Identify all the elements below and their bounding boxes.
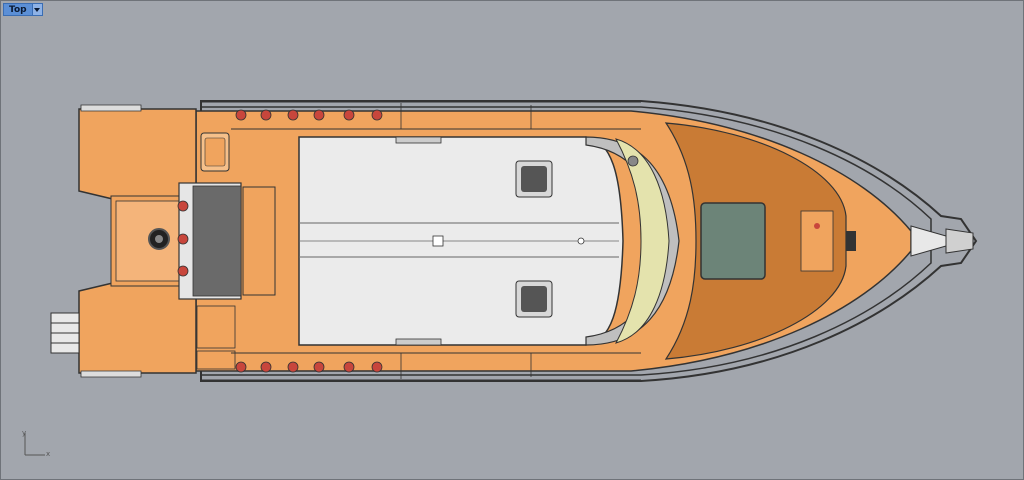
- fender: [177, 265, 189, 277]
- axis-widget: y x: [19, 429, 51, 465]
- bow-tip: [910, 225, 947, 257]
- chevron-down-icon[interactable]: [32, 3, 43, 16]
- viewport-name-label[interactable]: Top: [3, 3, 33, 16]
- viewport-tab[interactable]: Top: [3, 3, 43, 16]
- axis-x-label: x: [46, 450, 51, 458]
- bow-rail-inner: [200, 106, 932, 376]
- fender: [814, 223, 820, 229]
- roof-handrail: [395, 136, 442, 144]
- fender-row-bottom: [235, 361, 383, 373]
- windshield-glass: [615, 138, 670, 344]
- fender: [177, 200, 189, 212]
- axis-y-label: y: [22, 429, 27, 437]
- anchor-locker: [800, 210, 834, 272]
- foredeck-hatch: [700, 202, 766, 280]
- fender: [177, 233, 189, 245]
- fender-row-top: [235, 109, 383, 121]
- bench-seat: [242, 186, 276, 296]
- roof-handrail: [395, 338, 442, 346]
- axis-icon: [24, 433, 45, 456]
- bow-roller: [945, 228, 974, 254]
- bow-rail: [200, 100, 978, 382]
